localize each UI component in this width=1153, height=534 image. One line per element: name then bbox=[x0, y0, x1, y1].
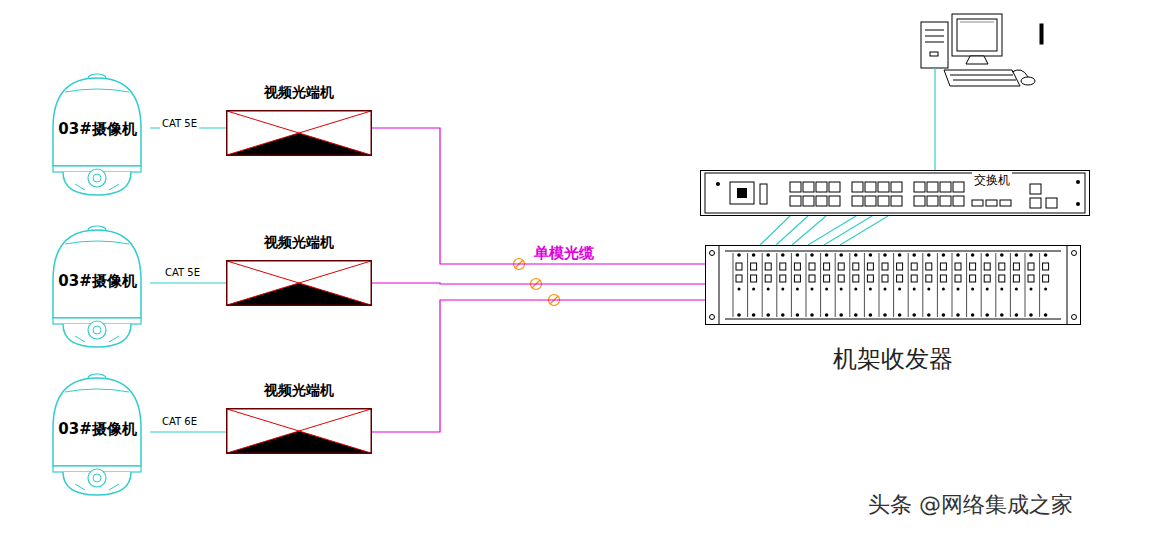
trans-shape bbox=[226, 260, 372, 306]
node-label: 交换机 bbox=[972, 172, 1012, 189]
camera-node: 03#摄像机 bbox=[45, 372, 150, 497]
optical-transceiver-box: 视频光端机 bbox=[226, 380, 372, 454]
edge-label: CAT 6E bbox=[160, 416, 199, 427]
network-switch: 交换机 bbox=[700, 170, 1090, 216]
network-wire bbox=[934, 68, 935, 172]
trans-shape bbox=[226, 408, 372, 454]
camera-node: 03#摄像机 bbox=[45, 72, 150, 197]
network-cable bbox=[776, 216, 808, 245]
rack-shape bbox=[705, 245, 1081, 325]
node-label: 视频光端机 bbox=[226, 382, 372, 400]
trans-shape bbox=[226, 110, 372, 156]
edge-label: CAT 5E bbox=[163, 267, 202, 278]
fiber-cable bbox=[372, 300, 705, 432]
rack-transceiver: 机架收发器 bbox=[705, 245, 1081, 380]
computer-icon bbox=[921, 14, 1043, 86]
fiber-cable bbox=[372, 128, 705, 264]
network-cable bbox=[840, 216, 888, 245]
node-label: 机架收发器 bbox=[705, 343, 1081, 375]
network-cable bbox=[792, 216, 826, 245]
node-label: 03#摄像机 bbox=[45, 420, 150, 439]
camera-node: 03#摄像机 bbox=[45, 224, 150, 349]
network-cable bbox=[150, 282, 226, 283]
node-label: 03#摄像机 bbox=[45, 272, 150, 291]
node-label: 视频光端机 bbox=[226, 234, 372, 252]
edge-label: CAT 5E bbox=[160, 118, 199, 129]
optical-transceiver-box: 视频光端机 bbox=[226, 232, 372, 306]
watermark: 头条 @网络集成之家 bbox=[868, 490, 1073, 520]
switch-shape bbox=[700, 170, 1090, 216]
node-label: 视频光端机 bbox=[226, 84, 372, 102]
node-label: 03#摄像机 bbox=[45, 120, 150, 139]
network-cable bbox=[760, 216, 790, 245]
fiber-cable bbox=[372, 283, 705, 284]
optical-transceiver-box: 视频光端机 bbox=[226, 82, 372, 156]
network-cable bbox=[150, 431, 226, 432]
fiber-marker bbox=[514, 259, 560, 306]
edge-label: 单模光缆 bbox=[532, 245, 596, 262]
